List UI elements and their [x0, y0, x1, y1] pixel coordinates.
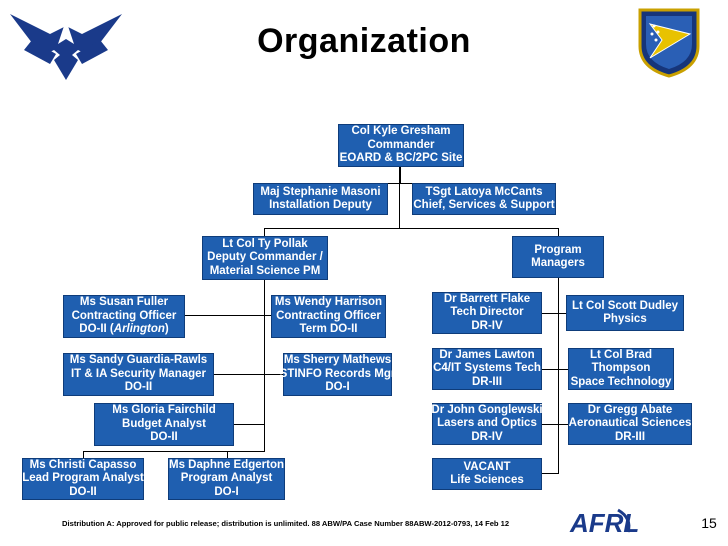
- connector-to-fuller: [185, 315, 265, 316]
- org-box-lawton: Dr James Lawton C4/IT Systems Tech DR-II…: [432, 348, 542, 390]
- org-box-gonglewski: Dr John Gonglewski Lasers and Optics DR-…: [431, 403, 543, 445]
- org-box-mathews: Ms Sherry Mathews STINFO Records Mgr DO-…: [280, 353, 395, 396]
- org-box-fairchild: Ms Gloria Fairchild Budget Analyst DO-II: [94, 403, 234, 446]
- org-box-thompson: Lt Col Brad Thompson Space Technology: [568, 348, 674, 390]
- air-force-symbol-icon: [10, 14, 122, 80]
- org-box-guardia-rawls: Ms Sandy Guardia-Rawls IT & IA Security …: [63, 353, 214, 396]
- org-box-chief-services: TSgt Latoya McCants Chief, Services & Su…: [412, 183, 556, 215]
- page-number: 15: [701, 515, 717, 531]
- connector-to-mathews: [264, 374, 284, 375]
- afrl-logo-icon: AFRL: [569, 508, 639, 538]
- connector-to-gonglewski: [542, 424, 568, 425]
- org-box-edgerton: Ms Daphne Edgerton Program Analyst DO-I: [168, 458, 285, 500]
- org-box-commander: Col Kyle Gresham Commander EOARD & BC/2P…: [338, 124, 464, 167]
- org-box-installation-deputy: Maj Stephanie Masoni Installation Deputy: [253, 183, 388, 215]
- org-box-fuller: Ms Susan Fuller Contracting Officer DO-I…: [63, 295, 185, 338]
- org-box-flake: Dr Barrett Flake Tech Director DR-IV: [432, 292, 542, 334]
- connector-mid-bar: [264, 228, 558, 229]
- connector-edgerton-stem: [227, 451, 228, 459]
- org-box-harrison: Ms Wendy Harrison Contracting Officer Te…: [271, 295, 386, 338]
- connector-cmdr-trunk: [399, 166, 401, 184]
- distribution-statement: Distribution A: Approved for public rele…: [62, 519, 510, 528]
- connector-capasso-stem: [83, 451, 84, 459]
- org-box-vacant: VACANT Life Sciences: [432, 458, 542, 490]
- page-title: Organization: [257, 22, 471, 60]
- connector-staff-bar: [322, 183, 484, 184]
- connector-to-guardia-rawls: [214, 374, 265, 375]
- connector-to-lawton: [542, 369, 568, 370]
- org-box-capasso: Ms Christi Capasso Lead Program Analyst …: [22, 458, 144, 500]
- org-box-program-managers: Program Managers: [512, 236, 604, 278]
- org-box-abate: Dr Gregg Abate Aeronautical Sciences DR-…: [568, 403, 692, 445]
- connector-pm-trunk: [558, 278, 559, 473]
- org-box-deputy-commander: Lt Col Ty Pollak Deputy Commander / Mate…: [202, 236, 328, 280]
- connector-deputy-stem: [264, 228, 265, 237]
- afrl-seal-icon: [638, 8, 700, 78]
- connector-deputy-trunk: [264, 279, 265, 451]
- org-box-dudley: Lt Col Scott Dudley Physics: [566, 295, 684, 331]
- connector-bottom-bar: [83, 451, 265, 452]
- connector-pm-stem: [558, 228, 559, 237]
- connector-cmdr-to-deputy: [399, 183, 400, 228]
- connector-to-fairchild: [234, 424, 265, 425]
- connector-to-flake: [542, 313, 574, 314]
- connector-to-vacant: [542, 473, 559, 474]
